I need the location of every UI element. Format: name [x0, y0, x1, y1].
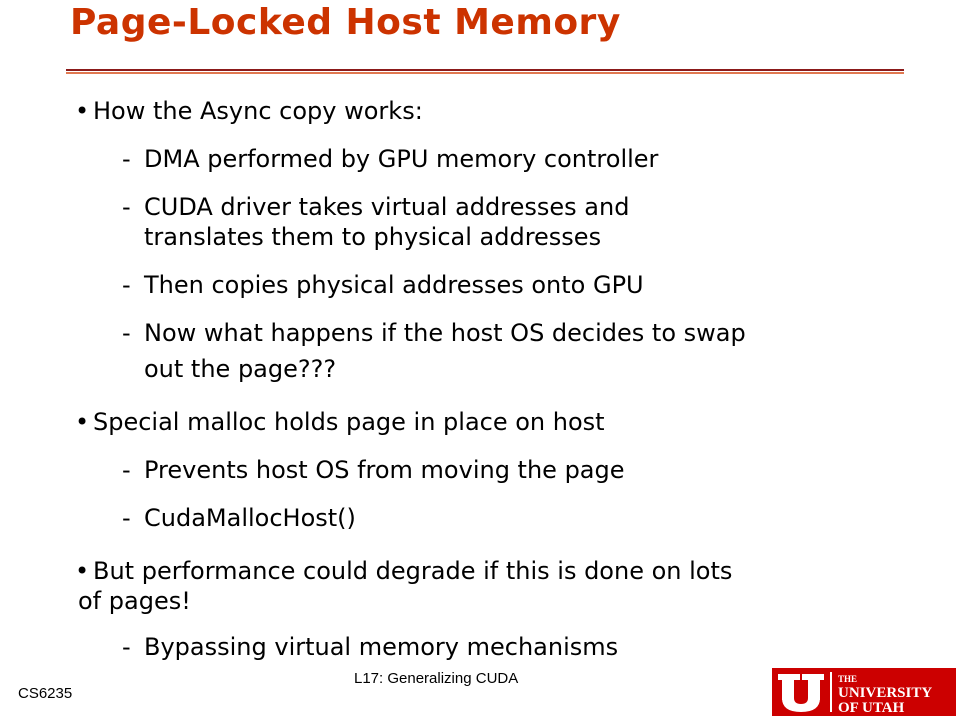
- bullet-text-line1: But performance could degrade if this is…: [93, 557, 733, 585]
- sub-item-cudamallochost: - CudaMallocHost(): [122, 504, 356, 532]
- sub-item-driver-cont: translates them to physical addresses: [144, 223, 601, 251]
- bullet-special-malloc: • Special malloc holds page in place on …: [75, 408, 605, 436]
- sub-item-copies: - Then copies physical addresses onto GP…: [122, 271, 644, 299]
- slide-title: Page-Locked Host Memory: [70, 2, 621, 43]
- bullet-text-line2: of pages!: [78, 587, 191, 615]
- sub-dash: -: [122, 271, 131, 299]
- sub-text-line2: out the page???: [144, 355, 337, 383]
- sub-item-bypassing: - Bypassing virtual memory mechanisms: [122, 633, 619, 661]
- title-divider-accent: [66, 72, 904, 74]
- sub-text: Bypassing virtual memory mechanisms: [144, 633, 619, 661]
- bullet-text: How the Async copy works:: [93, 97, 423, 125]
- bullet-performance: • But performance could degrade if this …: [75, 557, 733, 585]
- logo-divider: [830, 672, 832, 712]
- bullet-text: Special malloc holds page in place on ho…: [93, 408, 605, 436]
- logo-line-the: THE: [838, 674, 857, 684]
- sub-dash: -: [122, 319, 131, 347]
- bullet-dot: •: [75, 97, 90, 125]
- sub-item-swap: - Now what happens if the host OS decide…: [122, 319, 746, 347]
- sub-text-line1: CUDA driver takes virtual addresses and: [144, 193, 630, 221]
- title-divider: [66, 69, 904, 71]
- logo-line-university: UNIVERSITY: [838, 685, 932, 701]
- sub-text: Then copies physical addresses onto GPU: [144, 271, 644, 299]
- footer-course: CS6235: [18, 685, 73, 702]
- sub-item-driver: - CUDA driver takes virtual addresses an…: [122, 193, 630, 221]
- bullet-dot: •: [75, 557, 90, 585]
- sub-dash: -: [122, 145, 131, 173]
- sub-dash: -: [122, 633, 131, 661]
- block-u-icon: [778, 674, 824, 712]
- sub-item-swap-cont: out the page???: [144, 355, 336, 383]
- bullet-performance-cont: of pages!: [78, 587, 191, 615]
- sub-item-prevents: - Prevents host OS from moving the page: [122, 456, 625, 484]
- footer-lecture: L17: Generalizing CUDA: [354, 670, 519, 687]
- logo-line-of-utah: OF UTAH: [838, 700, 905, 716]
- sub-dash: -: [122, 504, 131, 532]
- sub-dash: -: [122, 193, 131, 221]
- sub-item-dma: - DMA performed by GPU memory controller: [122, 145, 659, 173]
- sub-text: Prevents host OS from moving the page: [144, 456, 625, 484]
- bullet-async-copy: • How the Async copy works:: [75, 97, 423, 125]
- sub-text: DMA performed by GPU memory controller: [144, 145, 659, 173]
- university-logo: THE UNIVERSITY OF UTAH: [772, 668, 956, 716]
- sub-text-line1: Now what happens if the host OS decides …: [144, 319, 746, 347]
- bullet-dot: •: [75, 408, 90, 436]
- sub-dash: -: [122, 456, 131, 484]
- sub-text: CudaMallocHost(): [144, 504, 356, 532]
- sub-text-line2: translates them to physical addresses: [144, 223, 602, 251]
